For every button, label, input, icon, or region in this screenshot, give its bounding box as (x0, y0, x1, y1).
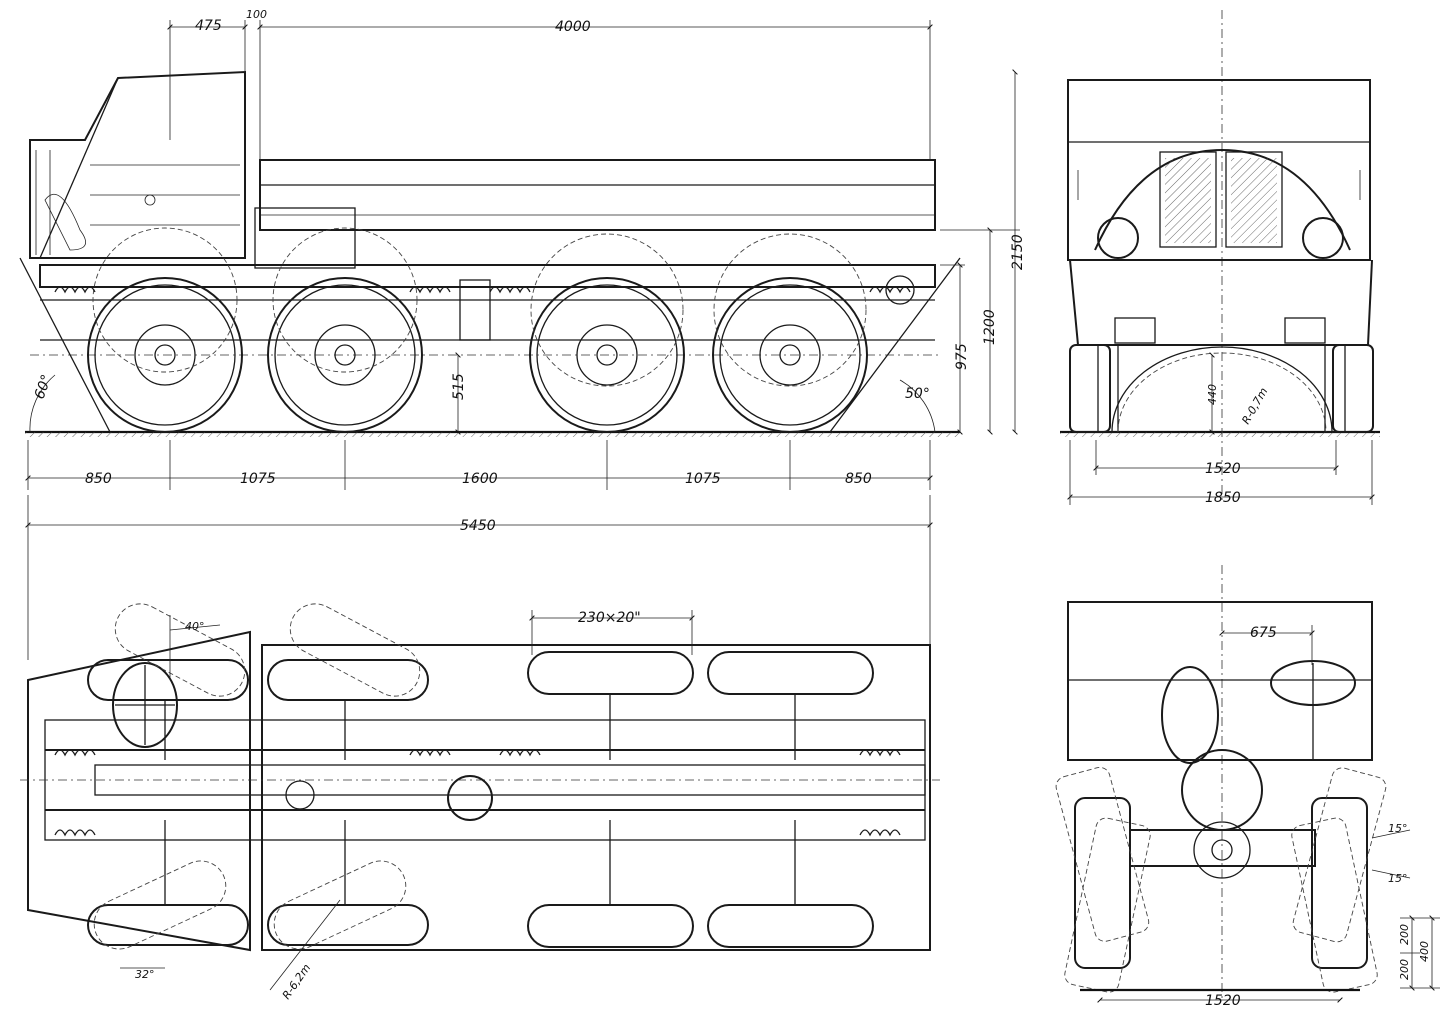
rear-view: 15° 15° 200 200 400 675 1520 (1055, 565, 1440, 1009)
wheelbase-850-rear: 850 (845, 471, 872, 487)
rear-tilt-top: 15° (1388, 822, 1408, 835)
overall-length: 5450 (460, 518, 496, 534)
wheelbase-1075-front: 1075 (240, 471, 276, 487)
approach-angle: 60° (32, 373, 56, 402)
plan-turn-radius: R-6,2m (280, 962, 313, 1002)
plan-tyre-size: 230×20" (578, 610, 641, 626)
plan-steer-angle-front: 40° (185, 620, 205, 633)
front-view: 440 R-0,7m 1520 1850 (1060, 10, 1380, 506)
plan-steer-angle-rear: 32° (135, 968, 155, 981)
side-wheel-1 (87, 227, 243, 433)
rear-articulation-down: 200 (1398, 959, 1411, 980)
plan-view: 40° 32° R-6,2m 230×20" (20, 603, 940, 1002)
front-clearance: 440 (1206, 384, 1219, 405)
side-wheel-2 (267, 227, 423, 433)
dim-975: 975 (954, 343, 970, 370)
side-view: 475 100 4000 2150 1200 975 515 60° 50° 8… (19, 8, 1026, 950)
front-clearance-radius: R-0,7m (1239, 386, 1270, 427)
dim-100: 100 (246, 8, 267, 21)
departure-angle: 50° (905, 386, 930, 402)
dim-1200: 1200 (982, 309, 998, 345)
rear-tilt-bottom: 15° (1388, 872, 1408, 885)
front-overall-width: 1850 (1205, 490, 1241, 506)
dim-515: 515 (451, 373, 467, 400)
rear-offset: 675 (1250, 625, 1277, 641)
dim-2150: 2150 (1010, 234, 1026, 270)
wheelbase-1600: 1600 (462, 471, 498, 487)
rear-track: 1520 (1205, 993, 1241, 1009)
wheelbase-850-front: 850 (85, 471, 112, 487)
side-wheel-4 (712, 233, 868, 433)
front-track: 1520 (1205, 461, 1241, 477)
rear-articulation-total: 400 (1418, 941, 1431, 962)
rear-articulation-up: 200 (1398, 924, 1411, 945)
dim-475: 475 (195, 18, 222, 34)
plan-steering-wheel (112, 662, 178, 748)
side-wheel-3 (529, 233, 685, 433)
dim-4000: 4000 (555, 19, 591, 35)
wheelbase-1075-rear: 1075 (685, 471, 721, 487)
